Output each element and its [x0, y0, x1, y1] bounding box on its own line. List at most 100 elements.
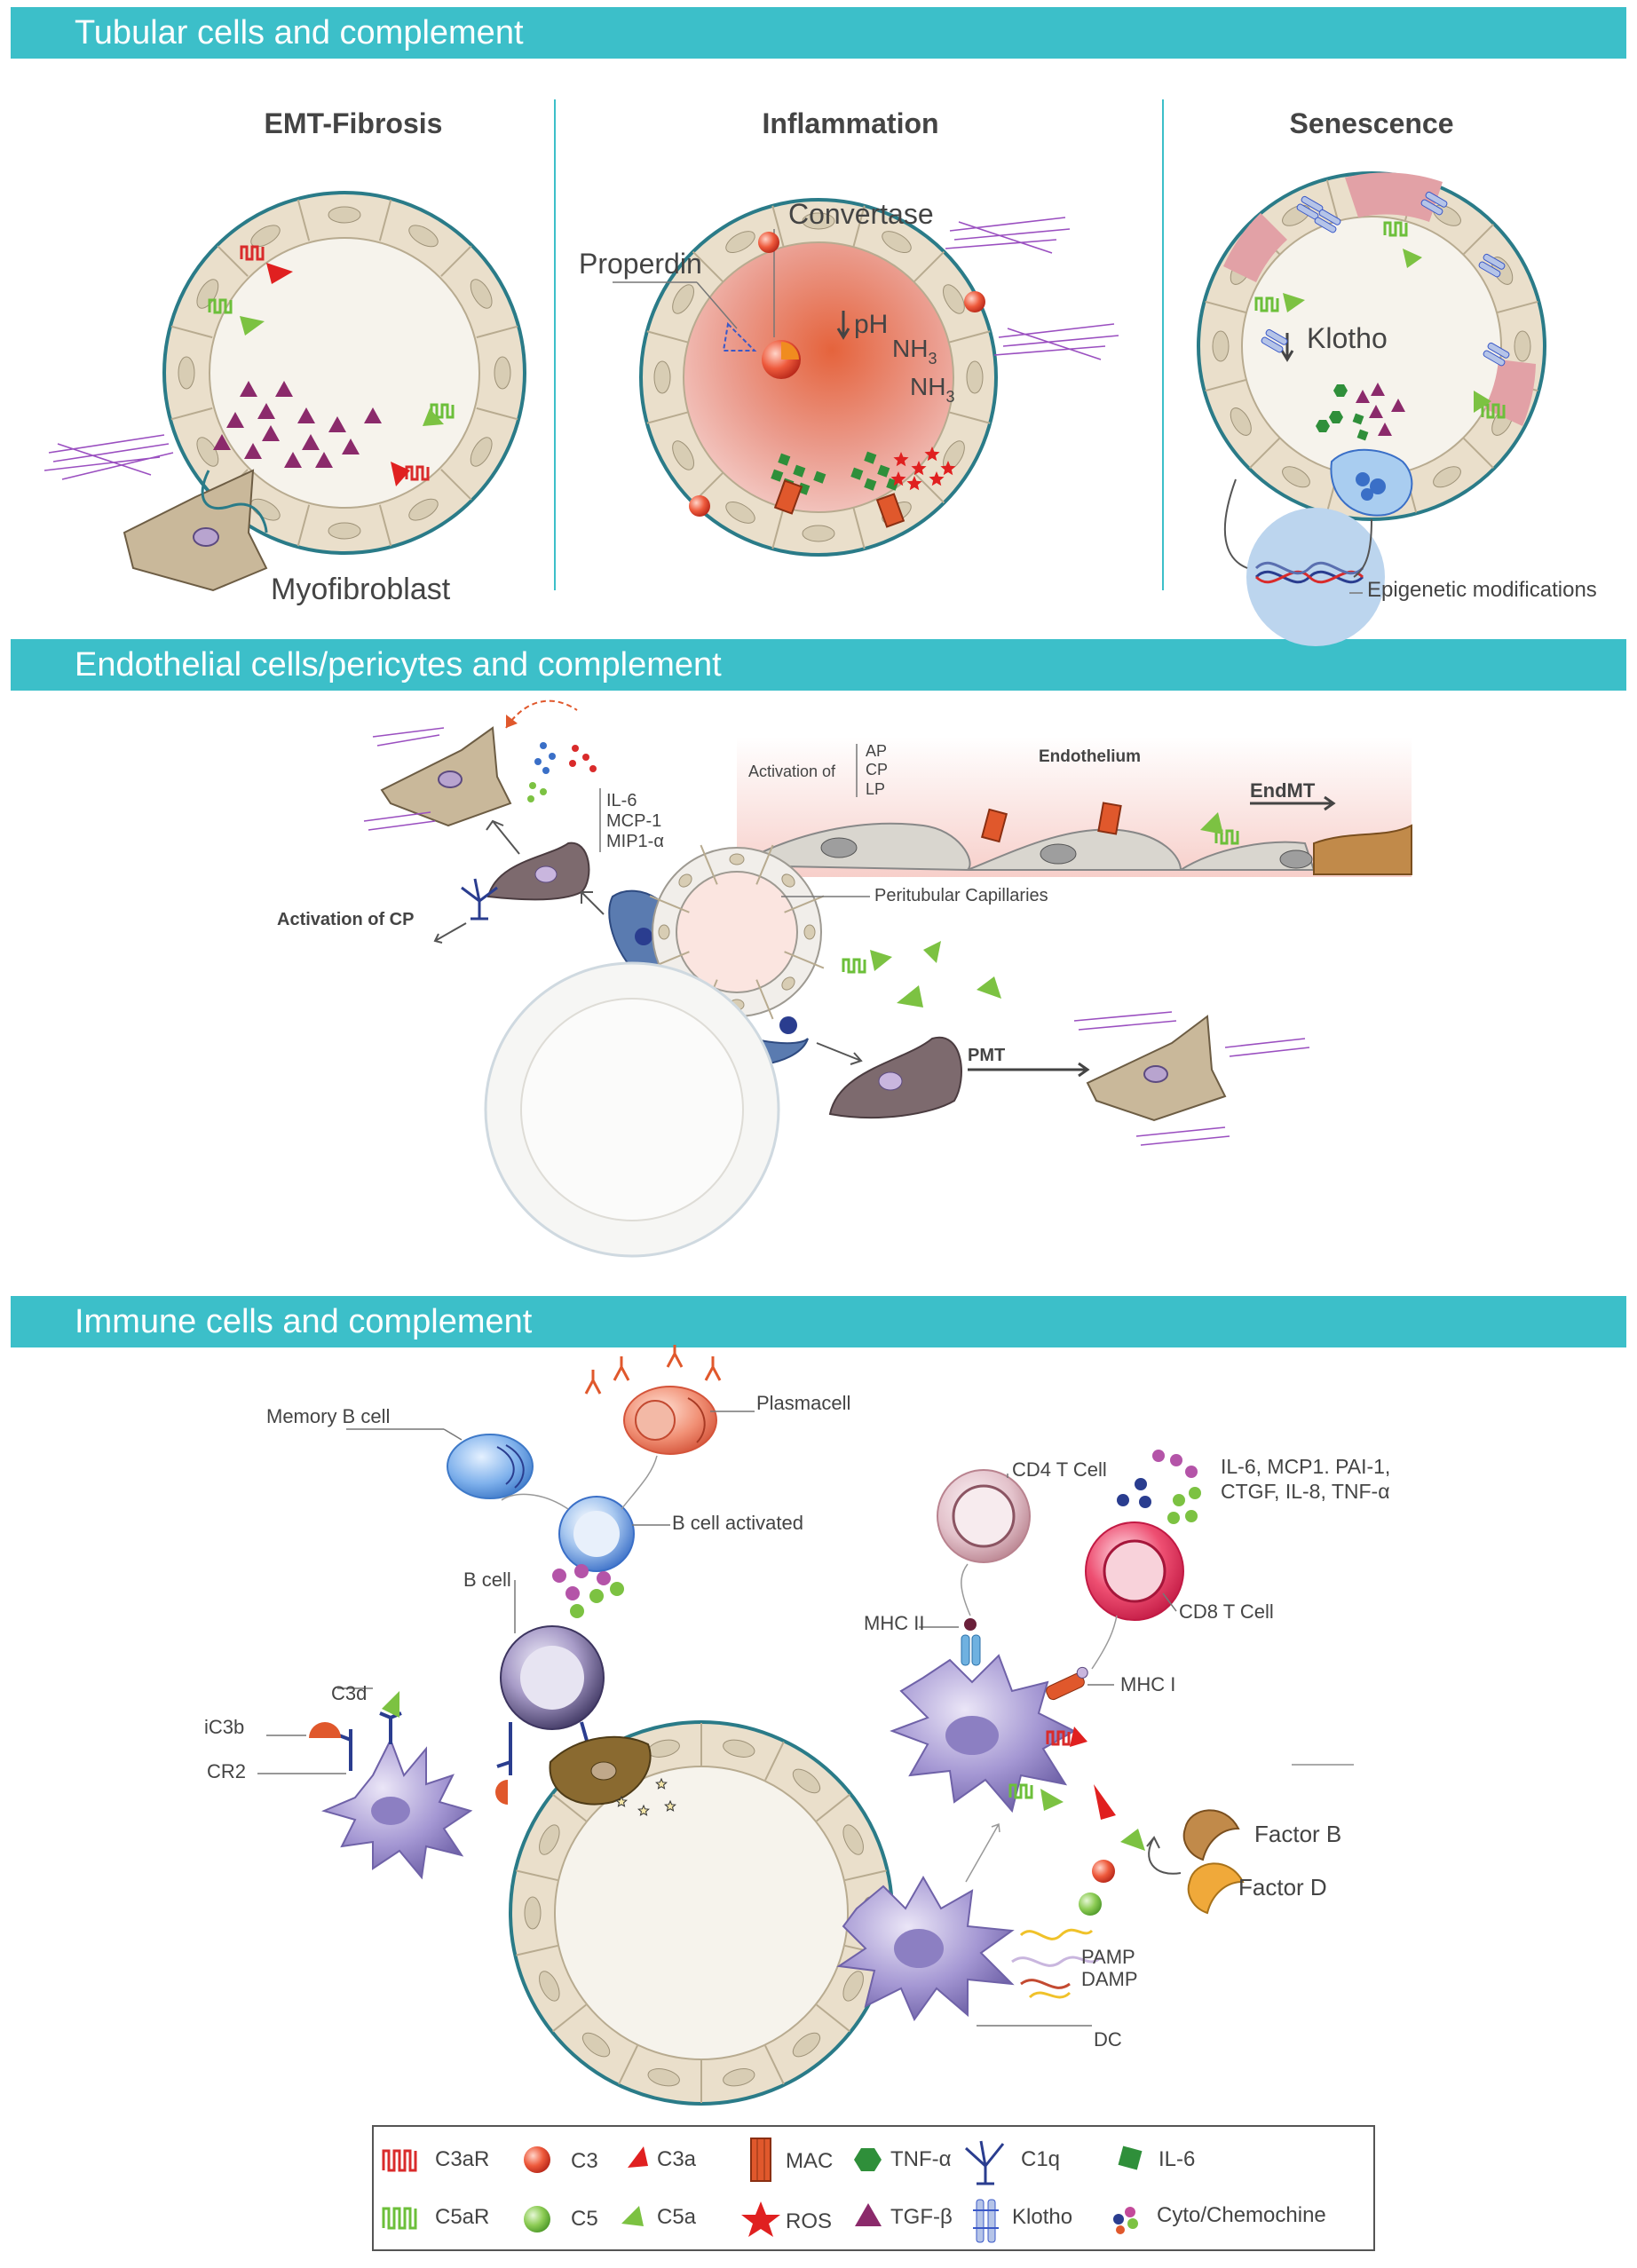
cell-nucleus	[178, 356, 195, 390]
panel-title-inflammation: Inflammation	[762, 107, 938, 139]
nh3-text: NH	[910, 373, 945, 400]
ros-icon	[741, 2201, 780, 2237]
cell-border	[1205, 378, 1247, 392]
cytokine-dot	[610, 1582, 624, 1596]
c5a-icon	[240, 316, 265, 336]
cell-border	[618, 2045, 638, 2085]
cell-border	[1249, 437, 1281, 469]
arrow	[621, 1455, 658, 1510]
tgf-icon	[213, 434, 231, 450]
c5ar-icon	[1008, 1783, 1033, 1799]
cell-nucleus	[723, 1739, 755, 1758]
klotho-icon	[1318, 209, 1341, 225]
cell-nucleus	[581, 2032, 611, 2058]
c5ar-icon	[382, 2207, 417, 2230]
section-title-tubular: Tubular cells and complement	[75, 14, 524, 51]
cell-nucleus	[802, 212, 835, 230]
tnf-icon	[1333, 384, 1348, 397]
cell-nucleus	[781, 976, 795, 991]
c5a-icon	[1403, 249, 1422, 268]
cell-nucleus	[539, 1824, 560, 1855]
pamp-damp-icon	[1011, 1928, 1103, 1999]
legend-label-c5ar: C5aR	[435, 2205, 489, 2229]
c5a-icon	[977, 976, 1001, 999]
label-pathway-lp: LP	[866, 780, 885, 798]
b-cell-activated	[558, 1496, 635, 1572]
klotho-icon	[1478, 261, 1501, 278]
ros-icon	[911, 461, 927, 476]
legend-label-klotho: Klotho	[1012, 2205, 1072, 2229]
tgf-icon	[342, 439, 360, 454]
cytokine-dot	[1185, 1466, 1198, 1478]
label-factor-b: Factor B	[1254, 1821, 1341, 1847]
label-ph: pH	[854, 310, 888, 339]
cell-nucleus	[328, 206, 361, 224]
arrow-pmt	[968, 1062, 1090, 1078]
cytokine-il6: IL-6	[606, 791, 637, 810]
tgf-icon	[855, 2203, 882, 2226]
cell-border	[646, 411, 689, 424]
ros-icon	[893, 452, 909, 467]
b-cell	[500, 1625, 605, 1730]
klotho-icon	[1487, 342, 1510, 359]
c3ar-icon	[240, 245, 265, 261]
cell-nucleus	[802, 525, 835, 542]
tubule-faint	[484, 961, 780, 1258]
myofibroblast-cell	[123, 469, 268, 592]
cytokine-dot	[1185, 1510, 1198, 1522]
cell-nucleus	[842, 1971, 864, 2002]
cell-border	[913, 250, 945, 283]
tgf-icon	[244, 443, 262, 459]
label-convertase: Convertase	[788, 198, 934, 230]
tgf-icon	[297, 407, 315, 423]
legend-label-c5: C5	[571, 2207, 598, 2231]
tubule-immune	[509, 1720, 894, 2106]
tgf-icon	[364, 407, 382, 423]
senescent-cell	[1223, 213, 1287, 282]
cytokine-dot	[1139, 1496, 1151, 1508]
arrow	[965, 1822, 1000, 1883]
ros-cluster	[890, 446, 956, 491]
cytokine-dot	[540, 742, 547, 749]
cytokine-dot	[534, 758, 542, 765]
cell-nucleus	[470, 279, 493, 309]
arrow	[501, 1493, 569, 1510]
label-pamp: PAMP	[1081, 1946, 1135, 1968]
cell-border	[1496, 300, 1538, 314]
cell-border	[852, 205, 866, 248]
cytokine-dots	[1117, 1450, 1201, 1524]
cytokine-dot	[1173, 1494, 1185, 1506]
cytokine-mip1a: MIP1-α	[606, 832, 664, 851]
arrow	[433, 922, 467, 944]
arrow-down-icon	[1280, 333, 1294, 362]
c5ar-icon	[208, 298, 233, 314]
il6-icon	[1118, 2146, 1143, 2170]
convertase-icon	[781, 342, 799, 360]
c1q-icon	[964, 2140, 1005, 2185]
cell-nucleus	[882, 231, 912, 253]
cell-nucleus	[842, 1824, 864, 1855]
label-nh3-a: NH3	[892, 335, 937, 367]
cell-border	[1462, 224, 1494, 256]
cytokine-dots	[552, 1564, 624, 1618]
section-title-immune: Immune cells and complement	[75, 1303, 533, 1340]
cytokine-dots	[527, 742, 597, 802]
cell-nucleus	[408, 498, 439, 521]
legend-label-c3: C3	[571, 2149, 598, 2173]
cell-border	[440, 469, 472, 501]
cell-nucleus	[658, 924, 670, 940]
arrow-connector	[1223, 478, 1248, 569]
c5ar-icon	[842, 958, 866, 974]
cytokine-dot	[542, 767, 550, 774]
arrow-down-icon	[836, 311, 850, 340]
il6-icon	[813, 470, 826, 484]
legend-label-tgf: TGF-β	[890, 2205, 953, 2229]
c3a-icon	[1094, 1784, 1116, 1820]
damage-star	[664, 1799, 676, 1812]
cell-nucleus	[539, 1971, 560, 2002]
cell-border	[552, 2003, 587, 2033]
legend-label-il6: IL-6	[1159, 2147, 1195, 2171]
klotho-icon	[1420, 199, 1443, 216]
cytokine-dot	[1152, 1450, 1165, 1462]
nh3-sub: 3	[945, 388, 954, 406]
